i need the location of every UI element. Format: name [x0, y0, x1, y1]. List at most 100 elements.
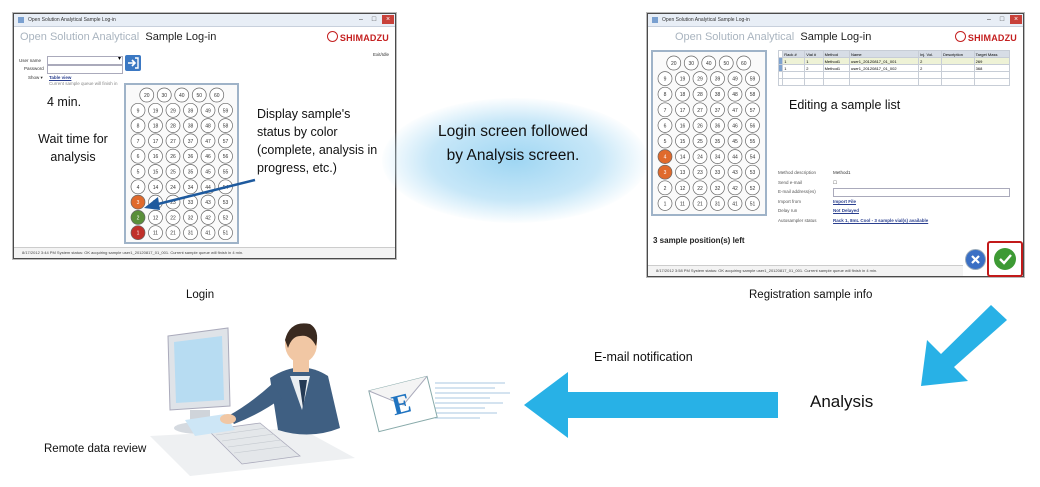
- logo-text: SHIMADZU: [340, 33, 389, 43]
- login-arrow-icon: [125, 55, 141, 71]
- column-header[interactable]: Name: [849, 51, 918, 58]
- form-value[interactable]: Import File: [833, 199, 856, 204]
- table-cell[interactable]: 1: [783, 58, 805, 65]
- vial-label: 25: [697, 139, 703, 145]
- vial-label: 58: [750, 92, 756, 98]
- table-cell[interactable]: 2: [919, 58, 942, 65]
- form-value[interactable]: Rack 1, 8mL Cool - 3 sample vial(s) avai…: [833, 218, 928, 223]
- vial-label: 30: [161, 93, 167, 99]
- table-cell[interactable]: [974, 79, 1009, 86]
- column-header[interactable]: Description: [941, 51, 974, 58]
- user-name-select[interactable]: ▾: [47, 56, 123, 65]
- email-icon: E: [368, 375, 439, 433]
- minimize-icon[interactable]: –: [355, 15, 367, 24]
- sample-rack-2: 2030405060919293949598182838485871727374…: [651, 50, 767, 216]
- cancel-button[interactable]: [966, 250, 985, 269]
- table-cell[interactable]: user1_20120817_01_002: [849, 65, 918, 72]
- table-cell[interactable]: [849, 79, 918, 86]
- form-label: Delay run: [778, 208, 797, 213]
- vial-label: 22: [697, 186, 703, 192]
- column-header[interactable]: Rack #: [783, 51, 805, 58]
- table-cell[interactable]: 2: [805, 65, 823, 72]
- close-icon[interactable]: ×: [382, 15, 394, 24]
- form-value[interactable]: ☐: [833, 180, 837, 186]
- table-cell[interactable]: [919, 72, 942, 79]
- table-cell[interactable]: [783, 72, 805, 79]
- table-cell[interactable]: [974, 72, 1009, 79]
- left-arrow: [524, 372, 780, 438]
- remote-review-caption: Remote data review: [44, 443, 146, 455]
- table-cell[interactable]: Method1: [823, 58, 849, 65]
- vial-label: 35: [715, 139, 721, 145]
- sample-rack-svg: 2030405060919293949598182838485871727374…: [126, 85, 237, 242]
- vial-label: 42: [205, 215, 211, 221]
- empty-table-row[interactable]: [779, 79, 1010, 86]
- column-header[interactable]: Inj. Vol.: [919, 51, 942, 58]
- column-header[interactable]: Method: [823, 51, 849, 58]
- table-cell[interactable]: 269: [974, 58, 1009, 65]
- login-titlebar-text: Open Solution Analytical Sample Log-in: [28, 17, 116, 23]
- vial-label: 56: [223, 154, 229, 160]
- table-cell[interactable]: [823, 72, 849, 79]
- column-header[interactable]: Target Mass: [974, 51, 1009, 58]
- table-cell[interactable]: [941, 58, 974, 65]
- table-cell[interactable]: Method1: [823, 65, 849, 72]
- vial-label: 22: [170, 215, 176, 221]
- form-row: Autosampler statusRack 1, 8mL Cool - 3 s…: [778, 218, 817, 223]
- form-row: Import fromImport File: [778, 199, 801, 204]
- table-view-link[interactable]: Table view: [49, 75, 71, 80]
- maximize-icon[interactable]: □: [368, 15, 380, 24]
- table-header-row: Rack #Vial #MethodNameInj. Vol.Descripti…: [779, 51, 1010, 58]
- close-x-icon: [966, 250, 985, 269]
- vial-label: 38: [188, 124, 194, 130]
- checkmark-icon: [994, 248, 1016, 270]
- vial-label: 36: [715, 123, 721, 129]
- table-cell[interactable]: [849, 72, 918, 79]
- person-at-computer-illustration: [150, 318, 360, 478]
- table-cell[interactable]: 1: [783, 65, 805, 72]
- table-cell[interactable]: user1_20120817_01_001: [849, 58, 918, 65]
- vial-label: 47: [732, 108, 738, 114]
- email-speed-lines: [435, 377, 515, 427]
- vial-label: 12: [680, 186, 686, 192]
- vial-label: 1: [137, 231, 140, 237]
- form-value[interactable]: Not Delayed: [833, 208, 859, 213]
- empty-table-row[interactable]: [779, 72, 1010, 79]
- email-address-field[interactable]: [833, 188, 1010, 197]
- vial-label: 7: [664, 108, 667, 114]
- column-header[interactable]: Vial #: [805, 51, 823, 58]
- close-icon-2[interactable]: ×: [1010, 15, 1022, 24]
- table-cell[interactable]: [823, 79, 849, 86]
- vial-label: 16: [153, 154, 159, 160]
- table-cell[interactable]: [941, 65, 974, 72]
- ok-button[interactable]: [994, 248, 1016, 270]
- vial-label: 57: [750, 108, 756, 114]
- table-cell[interactable]: [941, 79, 974, 86]
- show-menu[interactable]: Show ▾: [28, 75, 43, 81]
- minimize-icon-2[interactable]: –: [983, 15, 995, 24]
- table-cell[interactable]: 2: [919, 65, 942, 72]
- table-cell[interactable]: [941, 72, 974, 79]
- table-cell[interactable]: [805, 79, 823, 86]
- login-button[interactable]: [125, 55, 141, 71]
- sample-list-table[interactable]: Rack #Vial #MethodNameInj. Vol.Descripti…: [778, 50, 1010, 86]
- table-cell[interactable]: [919, 79, 942, 86]
- vial-label: 49: [205, 108, 211, 114]
- table-cell[interactable]: [783, 79, 805, 86]
- vial-label: 37: [715, 108, 721, 114]
- vial-label: 21: [170, 231, 176, 237]
- vial-label: 53: [750, 170, 756, 176]
- table-cell[interactable]: [805, 72, 823, 79]
- maximize-icon-2[interactable]: □: [996, 15, 1008, 24]
- vial-label: 42: [732, 186, 738, 192]
- vial-label: 17: [153, 139, 159, 145]
- table-cell[interactable]: 1: [805, 58, 823, 65]
- vial-label: 56: [750, 123, 756, 129]
- table-cell[interactable]: 368: [974, 65, 1009, 72]
- vial-label: 43: [732, 170, 738, 176]
- exit-link[interactable]: Exit/Idle: [373, 52, 389, 57]
- password-field[interactable]: [47, 65, 123, 74]
- vial-label: 4: [664, 155, 667, 161]
